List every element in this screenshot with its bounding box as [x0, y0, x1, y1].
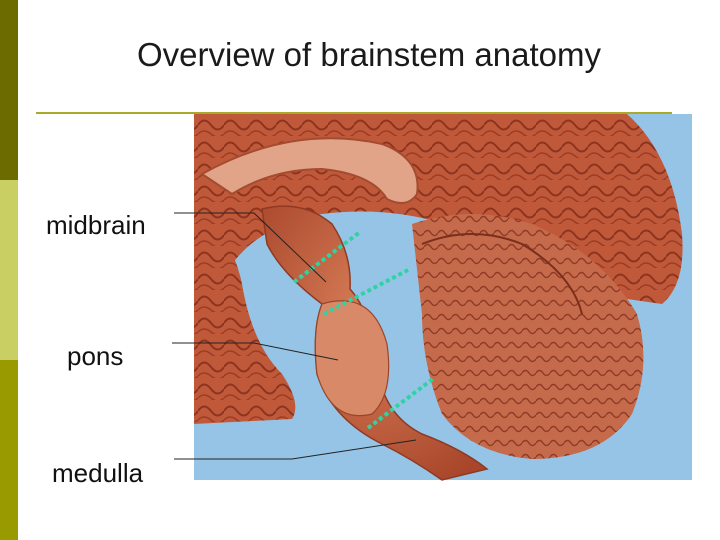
pons [314, 300, 390, 417]
label-pons: pons [67, 341, 124, 371]
sidebar-bottom-block [0, 360, 18, 540]
leader-line-midbrain [174, 212, 327, 283]
label-medulla: medulla [52, 458, 144, 488]
pons-upper-boundary [323, 268, 409, 316]
cerebellum [412, 214, 644, 459]
leader-line-pons [172, 342, 339, 361]
slide-title: Overview of brainstem anatomy [136, 36, 601, 73]
sidebar-middle-block [0, 180, 18, 360]
corpus-callosum [200, 137, 419, 204]
sidebar-top-block [0, 0, 18, 180]
leader-line-medulla [174, 439, 417, 460]
title-divider [36, 112, 672, 114]
brainstem-photo [172, 114, 692, 481]
label-midbrain: midbrain [46, 210, 146, 240]
temporal-region [194, 214, 296, 424]
